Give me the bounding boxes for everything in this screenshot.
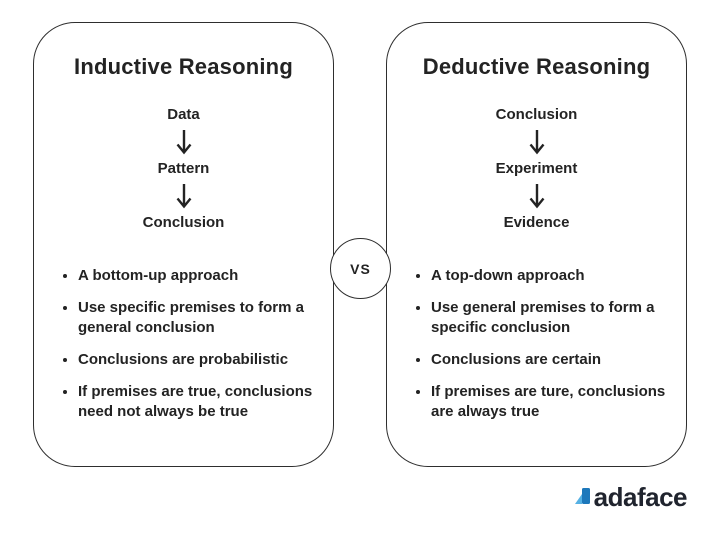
vs-label: VS	[350, 260, 371, 277]
flow-step: Conclusion	[142, 214, 225, 231]
deductive-flow: Conclusion Experiment Evidence	[387, 106, 686, 232]
bullet-item: A bottom-up approach	[78, 266, 319, 286]
down-arrow-icon	[529, 130, 544, 155]
flow-step: Experiment	[495, 160, 578, 177]
panel-title: Inductive Reasoning	[74, 54, 293, 79]
bullet-item: Use general premises to form a specific …	[431, 298, 672, 338]
adaface-wordmark: adaface	[593, 482, 688, 512]
adaface-logo-icon	[574, 488, 590, 504]
adaface-logo: adaface	[574, 482, 688, 512]
flow-step: Conclusion	[495, 106, 578, 123]
inductive-flow: Data Pattern Conclusion	[34, 106, 333, 232]
deductive-reasoning-panel: Deductive Reasoning Conclusion Experimen…	[386, 22, 687, 467]
flow-step: Pattern	[157, 160, 210, 177]
deductive-bullet-list: A top-down approach Use general premises…	[387, 266, 672, 422]
bullet-item: If premises are true, conclusions need n…	[78, 382, 319, 422]
flow-step: Data	[167, 106, 200, 123]
bullet-item: If premises are ture, conclusions are al…	[431, 382, 672, 422]
bullet-item: Conclusions are certain	[431, 350, 672, 370]
vs-badge: VS	[330, 238, 391, 299]
bullet-item: Conclusions are probabilistic	[78, 350, 319, 370]
down-arrow-icon	[176, 184, 191, 209]
inductive-reasoning-panel: Inductive Reasoning Data Pattern Conclus…	[33, 22, 334, 467]
panel-title: Deductive Reasoning	[422, 54, 651, 79]
flow-step: Evidence	[503, 214, 570, 231]
inductive-bullet-list: A bottom-up approach Use specific premis…	[34, 266, 319, 422]
bullet-item: A top-down approach	[431, 266, 672, 286]
down-arrow-icon	[176, 130, 191, 155]
bullet-item: Use specific premises to form a general …	[78, 298, 319, 338]
down-arrow-icon	[529, 184, 544, 209]
